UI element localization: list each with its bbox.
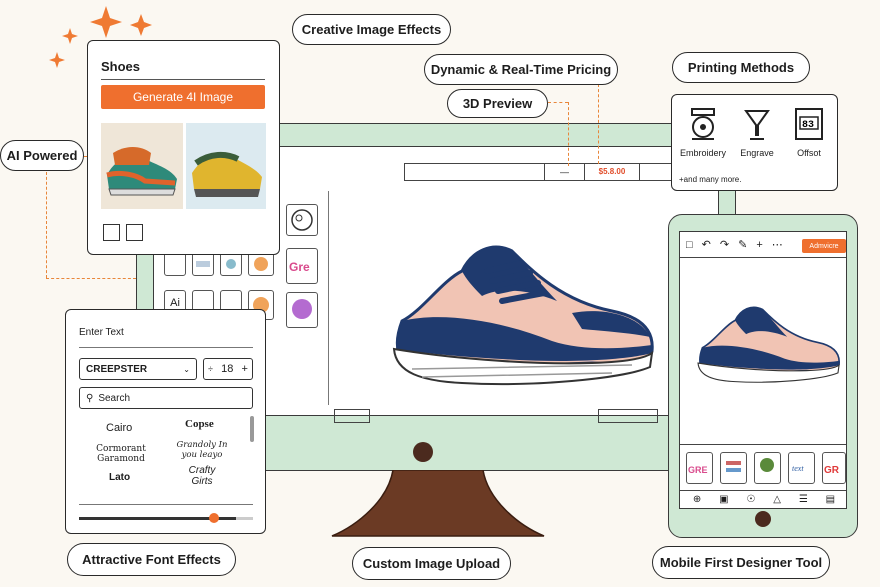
method-offset[interactable]: 83 Offsot — [784, 107, 834, 158]
phone-sticker-thumb[interactable]: text — [788, 452, 815, 484]
generated-image-1[interactable] — [101, 123, 183, 209]
phone-screen: □ ↶ ↷ ✎ + ⋯ Admvicre GRE text GR ⊕ ▣ ☉ △… — [679, 231, 847, 509]
price-dash: — — [545, 164, 585, 180]
effect-thumb[interactable] — [286, 292, 318, 328]
search-placeholder: Search — [98, 392, 131, 404]
sticker-thumb[interactable] — [192, 252, 214, 276]
font-option-cormorant[interactable]: Cormorant Garamond — [96, 444, 146, 464]
method-label: Offsot — [797, 148, 821, 158]
image-slot-1[interactable] — [103, 224, 120, 241]
generate-ai-image-button[interactable]: Generate 4I Image — [101, 85, 265, 109]
phone-sticker-thumb[interactable] — [754, 452, 781, 484]
font-slider-track[interactable] — [79, 517, 253, 520]
svg-text:text: text — [792, 464, 804, 473]
font-family-select[interactable]: CREEPSTER ⌄ — [79, 358, 197, 380]
sparkle-icon — [49, 6, 152, 68]
font-panel: Enter Text CREEPSTER ⌄ ÷ 18 + ⚲ Search C… — [65, 309, 266, 534]
phone-shoe-preview — [697, 306, 840, 383]
search-icon: ⚲ — [86, 392, 94, 404]
price-bar: — $5.8.00 — [404, 163, 674, 181]
font-option-grandoly[interactable]: Grandoly In you leayo — [176, 440, 228, 460]
undo-icon[interactable]: ↶ — [701, 239, 711, 251]
phone-action-button[interactable]: Admvicre — [802, 239, 846, 253]
add-circle-icon[interactable]: ⊕ — [692, 494, 702, 505]
pill-mobile-first: Mobile First Designer Tool — [652, 546, 830, 579]
sticker-thumb[interactable] — [164, 252, 186, 276]
decrease-size-button[interactable]: ÷ — [208, 364, 213, 374]
font-slider-fill — [79, 517, 236, 520]
embroidery-machine-icon — [691, 108, 715, 140]
redo-icon[interactable]: ↷ — [719, 239, 730, 251]
offset-printer-icon: 83 — [795, 108, 823, 140]
increase-size-button[interactable]: + — [241, 363, 248, 375]
font-option-cairo[interactable]: Cairo — [106, 422, 133, 434]
align-icon[interactable]: ☰ — [798, 494, 808, 505]
phone-sticker-thumb[interactable]: GR — [822, 452, 846, 484]
chevron-down-icon: ⌄ — [183, 364, 190, 374]
svg-text:83: 83 — [802, 120, 814, 131]
method-label: Embroidery — [679, 148, 726, 158]
sticker-thumb[interactable] — [220, 252, 242, 276]
pill-dynamic-pricing: Dynamic & Real-Time Pricing — [424, 54, 618, 85]
font-option-lato[interactable]: Lato — [109, 472, 131, 483]
upload-icon[interactable]: △ — [773, 494, 781, 505]
phone: □ ↶ ↷ ✎ + ⋯ Admvicre GRE text GR ⊕ ▣ ☉ △… — [668, 214, 858, 538]
font-slider-handle[interactable] — [209, 513, 219, 523]
pill-creative-image-effects: Creative Image Effects — [292, 14, 451, 45]
monitor-power-button[interactable] — [413, 442, 433, 462]
font-list-scrollbar[interactable] — [250, 416, 254, 442]
printing-methods-card: Embroidery Engrave 83 Offsot +and many m… — [671, 94, 838, 191]
pill-font-effects: Attractive Font Effects — [67, 543, 236, 576]
font-size-stepper[interactable]: ÷ 18 + — [203, 358, 253, 380]
text-icon[interactable]: ▤ — [825, 494, 836, 505]
user-icon[interactable]: ☉ — [746, 494, 756, 505]
method-embroidery[interactable]: Embroidery — [678, 107, 728, 158]
font-option-crafty[interactable]: Crafty Girts — [188, 465, 216, 487]
pill-ai-powered: AI Powered — [0, 140, 84, 171]
svg-text:Gre: Gre — [289, 260, 310, 274]
svg-text:GR: GR — [824, 465, 840, 476]
effect-thumb[interactable]: Gre — [286, 248, 318, 284]
pen-icon[interactable]: ✎ — [738, 239, 748, 251]
add-icon[interactable]: + — [756, 238, 763, 251]
font-option-copse[interactable]: Copse — [185, 418, 214, 430]
monitor-stand — [331, 470, 545, 537]
generated-image-2[interactable] — [186, 123, 266, 209]
select-icon[interactable]: □ — [686, 238, 693, 251]
printing-more: +and many more. — [679, 175, 742, 184]
method-engrave[interactable]: Engrave — [732, 107, 782, 158]
more-icon[interactable]: ⋯ — [771, 239, 783, 251]
font-size-value: 18 — [221, 363, 234, 375]
phone-bottom-nav: ⊕ ▣ ☉ △ ☰ ▤ — [684, 494, 844, 508]
phone-sticker-thumb[interactable]: GRE — [686, 452, 713, 484]
image-icon[interactable]: ▣ — [719, 494, 729, 505]
effect-thumb[interactable] — [286, 204, 318, 236]
method-label: Engrave — [740, 148, 774, 158]
phone-home-button[interactable] — [755, 511, 771, 527]
engrave-tool-icon — [744, 110, 770, 140]
phone-toolbar: □ ↶ ↷ ✎ + ⋯ — [680, 232, 846, 258]
ai-generator-card: Shoes Generate 4I Image — [87, 40, 280, 255]
sticker-thumb[interactable] — [248, 252, 274, 276]
pill-printing-methods: Printing Methods — [672, 52, 810, 83]
ai-card-title: Shoes — [101, 59, 141, 74]
svg-text:GRE: GRE — [688, 465, 708, 475]
phone-sticker-thumb[interactable] — [720, 452, 747, 484]
enter-text-label: Enter Text — [79, 327, 124, 338]
pill-3d-preview: 3D Preview — [447, 89, 548, 118]
shoe-3d-preview — [392, 245, 654, 386]
font-search-input[interactable]: ⚲ Search — [79, 387, 253, 409]
image-slot-2[interactable] — [126, 224, 143, 241]
font-family-value: CREEPSTER — [86, 363, 148, 375]
price-value: $5.8.00 — [585, 164, 640, 180]
pill-custom-image-upload: Custom Image Upload — [352, 547, 511, 580]
